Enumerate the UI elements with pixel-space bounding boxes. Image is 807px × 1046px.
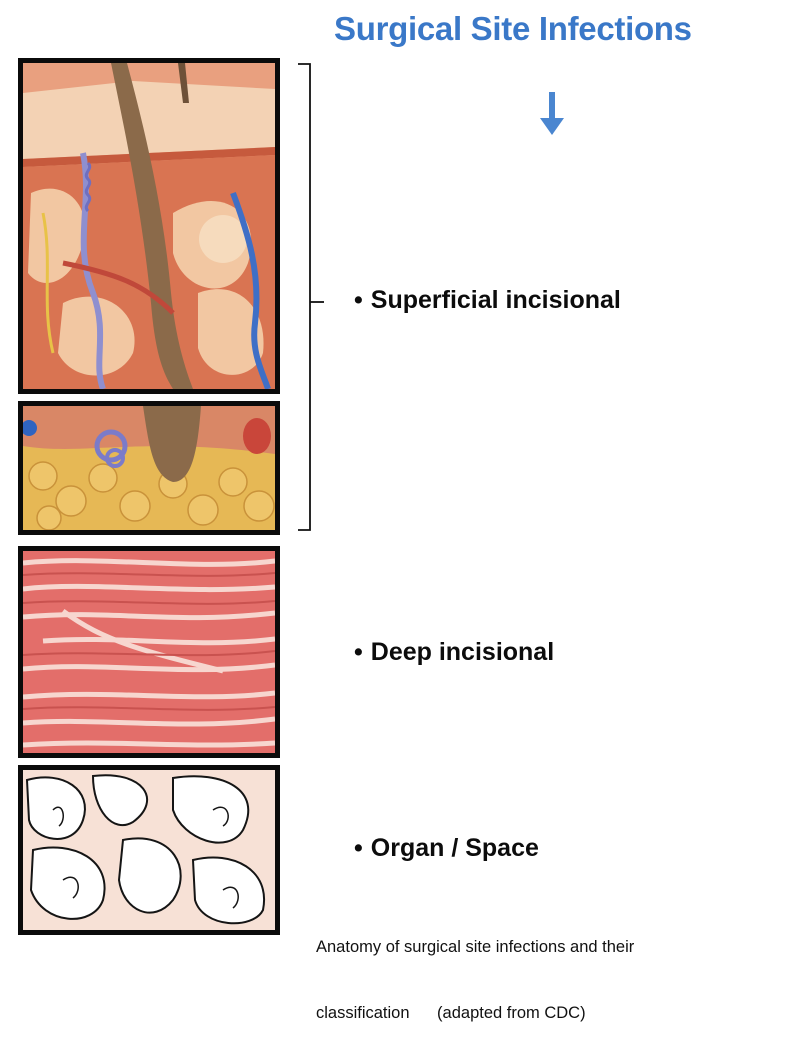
- label-deep-incisional: •Deep incisional: [354, 638, 554, 667]
- organ-space-illustration: [18, 765, 280, 935]
- bracket-icon: [296, 62, 326, 532]
- muscle-illustration: [18, 546, 280, 758]
- caption-line-2: classification (adapted from CDC): [316, 1002, 796, 1024]
- figure-caption: Anatomy of surgical site infections and …: [316, 892, 796, 1046]
- arrow-down-icon: [537, 92, 567, 136]
- caption-line-1: Anatomy of surgical site infections and …: [316, 936, 796, 958]
- label-organ-space: •Organ / Space: [354, 834, 539, 863]
- page-title: Surgical Site Infections: [334, 10, 804, 48]
- skin-dermis-illustration: [18, 58, 280, 394]
- subcutaneous-fat-illustration: [18, 401, 280, 535]
- label-superficial-incisional: •Superficial incisional: [354, 286, 621, 315]
